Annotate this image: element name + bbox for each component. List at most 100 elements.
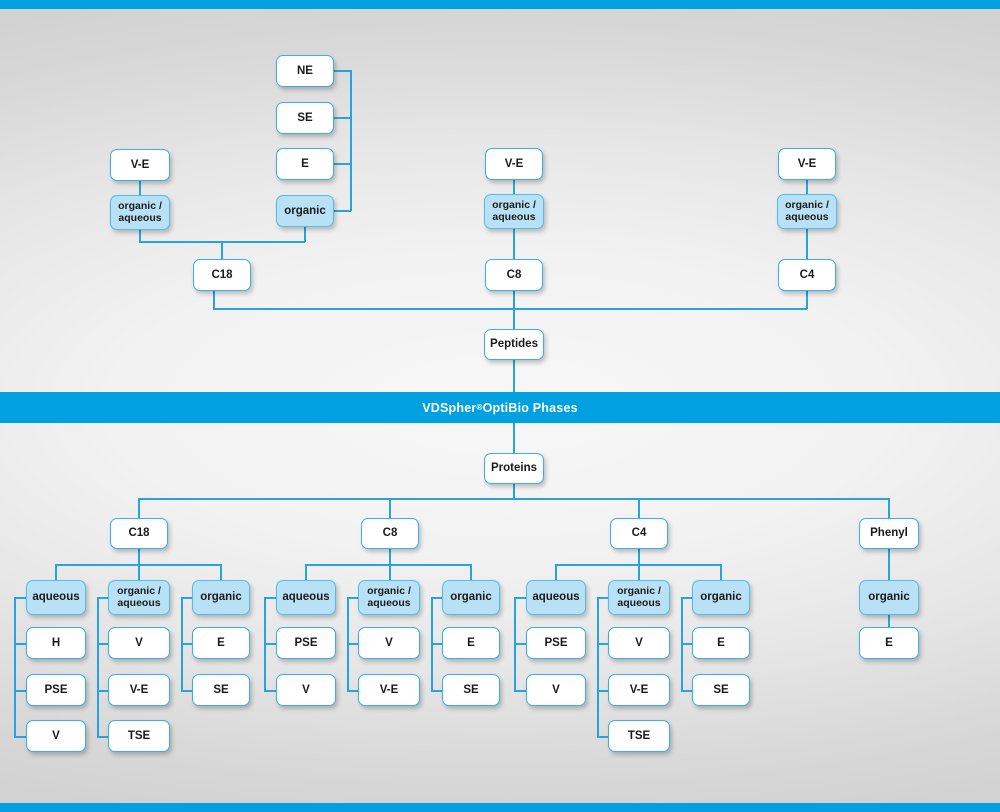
proteins-c8-orgaq-item-0[interactable]: V bbox=[358, 627, 420, 659]
connector-c4-orgaq-stub2 bbox=[597, 690, 609, 692]
proteins-c8-org-item-0[interactable]: E bbox=[442, 627, 500, 659]
proteins-c4-orgaq-item-1[interactable]: V-E bbox=[608, 674, 670, 706]
peptides-c8[interactable]: C8 bbox=[485, 259, 543, 291]
connector-c8-aqueous-stub1 bbox=[264, 643, 277, 645]
connector-peptides-c8-down-to-root bbox=[513, 291, 515, 329]
connector-c4-aqueous-stub2 bbox=[514, 690, 527, 692]
connector-peptides-c18-bus-to-box bbox=[221, 241, 223, 261]
proteins-root[interactable]: Proteins bbox=[484, 453, 544, 484]
peptides-c18-ve[interactable]: V-E bbox=[110, 149, 170, 181]
connector-c8-org-stub0 bbox=[431, 597, 443, 599]
banner-title-suffix: OptiBio Phases bbox=[482, 400, 578, 415]
proteins-c18-orgaq-item-1[interactable]: V-E bbox=[108, 674, 170, 706]
peptides-c18-organic-aqueous[interactable]: organic / aqueous bbox=[110, 195, 170, 230]
proteins-c8-orgaq-item-1[interactable]: V-E bbox=[358, 674, 420, 706]
connector-c18-aqueous-stub0 bbox=[14, 597, 27, 599]
peptides-root[interactable]: Peptides bbox=[484, 329, 544, 360]
proteins-c8-mode-aqueous[interactable]: aqueous bbox=[276, 580, 336, 615]
proteins-c18-aqueous-item-0[interactable]: H bbox=[26, 627, 86, 659]
connector-peptides-c18-se-stub bbox=[334, 117, 351, 119]
connector-c18-aqueous-stub1 bbox=[14, 643, 27, 645]
proteins-c8-aqueous-item-0[interactable]: PSE bbox=[276, 627, 336, 659]
proteins-c8-org-item-1[interactable]: SE bbox=[442, 674, 500, 706]
connector-peptides-root-to-banner bbox=[513, 360, 515, 393]
connector-proteins-root-down bbox=[513, 484, 515, 499]
peptides-c8-organic-aqueous[interactable]: organic / aqueous bbox=[484, 194, 544, 229]
peptides-c18[interactable]: C18 bbox=[193, 259, 251, 291]
connector-proteins-c4-drop bbox=[638, 498, 640, 518]
connector-peptides-c18-e-stub bbox=[334, 163, 351, 165]
proteins-c18-mode-aqueous[interactable]: aqueous bbox=[26, 580, 86, 615]
connector-proteins-c4-fan-r bbox=[720, 564, 722, 580]
peptides-c18-se[interactable]: SE bbox=[276, 102, 334, 134]
connector-c8-aqueous-stub0 bbox=[264, 597, 277, 599]
proteins-c18-g1-line1: organic / bbox=[117, 585, 161, 598]
proteins-c18-org-item-1[interactable]: SE bbox=[192, 674, 250, 706]
proteins-c4-mode-aqueous[interactable]: aqueous bbox=[526, 580, 586, 615]
connector-c8-orgaq-stub1 bbox=[347, 643, 359, 645]
peptides-c8-mode-line2: aqueous bbox=[492, 211, 536, 223]
peptides-c18-organic[interactable]: organic bbox=[276, 195, 334, 227]
connector-c18-org-stub0 bbox=[181, 597, 193, 599]
connector-banner-to-proteins bbox=[513, 423, 515, 453]
connector-c8-orgaq-stub2 bbox=[347, 690, 359, 692]
proteins-c18-orgaq-item-2[interactable]: TSE bbox=[108, 720, 170, 752]
connector-c4-orgaq-spine bbox=[597, 597, 599, 737]
proteins-c18[interactable]: C18 bbox=[110, 518, 168, 549]
peptides-c18-ne[interactable]: NE bbox=[276, 55, 334, 87]
connector-proteins-c18-fan-r bbox=[220, 564, 222, 580]
proteins-c18-org-item-0[interactable]: E bbox=[192, 627, 250, 659]
peptides-c4-ve[interactable]: V-E bbox=[778, 148, 836, 180]
connector-proteins-c4-fan-l bbox=[555, 564, 557, 580]
peptides-c8-ve[interactable]: V-E bbox=[485, 148, 543, 180]
peptides-c8-mode-line1: organic / bbox=[492, 199, 536, 212]
connector-c18-orgaq-stub2 bbox=[97, 690, 109, 692]
proteins-c4-mode-organic-aqueous[interactable]: organic / aqueous bbox=[608, 580, 670, 615]
proteins-c8-g1-line2: aqueous bbox=[367, 597, 411, 609]
proteins-c18-g1-line2: aqueous bbox=[117, 597, 161, 609]
connector-peptides-c8-mode-to-box bbox=[513, 229, 515, 259]
connector-phenyl-to-mode bbox=[888, 549, 890, 580]
proteins-c4-org-item-0[interactable]: E bbox=[692, 627, 750, 659]
peptides-c4-organic-aqueous[interactable]: organic / aqueous bbox=[777, 194, 837, 229]
proteins-phenyl-mode-organic[interactable]: organic bbox=[859, 580, 919, 615]
proteins-c8[interactable]: C8 bbox=[361, 518, 419, 549]
connector-proteins-c8-fan-m bbox=[389, 564, 391, 580]
connector-c18-aqueous-stub3 bbox=[14, 736, 27, 738]
connector-proteins-c18-fan-l bbox=[55, 564, 57, 580]
connector-peptides-c18-organic-spine bbox=[350, 70, 352, 211]
peptides-c4[interactable]: C4 bbox=[778, 259, 836, 291]
connector-c4-orgaq-stub1 bbox=[597, 643, 609, 645]
connector-c18-orgaq-stub3 bbox=[97, 736, 109, 738]
proteins-phenyl[interactable]: Phenyl bbox=[859, 518, 919, 549]
proteins-c4-g1-line1: organic / bbox=[617, 585, 661, 598]
connector-peptides-c18-modeaq-drop bbox=[139, 230, 141, 242]
proteins-c4-org-item-1[interactable]: SE bbox=[692, 674, 750, 706]
proteins-c8-aqueous-item-1[interactable]: V bbox=[276, 674, 336, 706]
proteins-c8-mode-organic-aqueous[interactable]: organic / aqueous bbox=[358, 580, 420, 615]
proteins-c4-aqueous-item-1[interactable]: V bbox=[526, 674, 586, 706]
connector-peptides-c18-down bbox=[213, 291, 215, 309]
connector-proteins-c18-drop bbox=[138, 498, 140, 518]
proteins-c4-orgaq-item-2[interactable]: TSE bbox=[608, 720, 670, 752]
connector-c8-orgaq-stub0 bbox=[347, 597, 359, 599]
proteins-c18-orgaq-item-0[interactable]: V bbox=[108, 627, 170, 659]
proteins-c8-g1-line1: organic / bbox=[367, 585, 411, 598]
proteins-c18-mode-organic[interactable]: organic bbox=[192, 580, 250, 615]
proteins-phenyl-org-item-0[interactable]: E bbox=[859, 627, 919, 659]
proteins-c4-orgaq-item-0[interactable]: V bbox=[608, 627, 670, 659]
connector-peptides-c18-ve-to-mode bbox=[139, 181, 141, 195]
connector-c18-orgaq-spine bbox=[97, 597, 99, 737]
connector-proteins-c8-fan-r bbox=[470, 564, 472, 580]
peptides-c18-e[interactable]: E bbox=[276, 148, 334, 180]
proteins-c4[interactable]: C4 bbox=[610, 518, 668, 549]
proteins-c18-mode-organic-aqueous[interactable]: organic / aqueous bbox=[108, 580, 170, 615]
proteins-c18-aqueous-item-1[interactable]: PSE bbox=[26, 674, 86, 706]
top-accent-bar bbox=[0, 0, 1000, 9]
proteins-c8-mode-organic[interactable]: organic bbox=[442, 580, 500, 615]
connector-c4-org-stub1 bbox=[681, 643, 693, 645]
proteins-c18-aqueous-item-2[interactable]: V bbox=[26, 720, 86, 752]
connector-peptides-c18-organic-stub bbox=[334, 210, 351, 212]
proteins-c4-mode-organic[interactable]: organic bbox=[692, 580, 750, 615]
proteins-c4-aqueous-item-0[interactable]: PSE bbox=[526, 627, 586, 659]
